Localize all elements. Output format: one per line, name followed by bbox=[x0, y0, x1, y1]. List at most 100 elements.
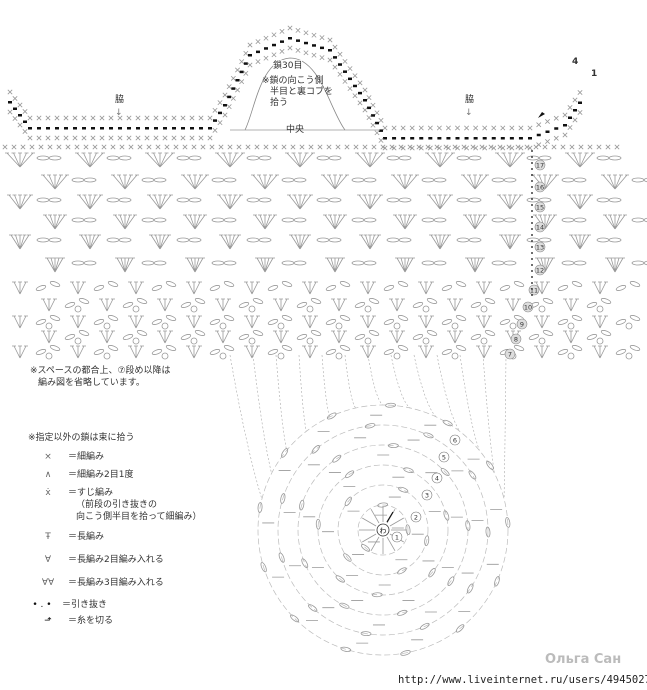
slip-stitch-mark bbox=[371, 114, 375, 117]
dc-fan-mark bbox=[360, 345, 376, 359]
chain-count-label: 鎖30目 bbox=[273, 60, 303, 72]
row-number: 10 bbox=[524, 304, 532, 312]
chain-mark bbox=[615, 349, 627, 355]
dc-fan-mark bbox=[534, 281, 550, 295]
sc-mark bbox=[374, 110, 380, 116]
dc-fan-mark bbox=[357, 194, 383, 210]
dc-fan-mark bbox=[476, 315, 492, 329]
chain-mark bbox=[246, 155, 260, 161]
round-number-badge bbox=[391, 531, 403, 543]
chain-mark bbox=[325, 285, 337, 291]
slip-stitch-mark bbox=[363, 99, 367, 102]
chain-mark bbox=[368, 298, 380, 304]
chain-mark bbox=[396, 609, 408, 616]
omitted-note-line: ※スペースの都合上、⑦段め以降は bbox=[30, 366, 171, 376]
chain-mark bbox=[107, 345, 119, 351]
chain-mark bbox=[503, 260, 517, 266]
chain-mark bbox=[383, 319, 395, 325]
chain-note: ※鎖の向こう側 半目と裏コブを 拾う bbox=[262, 76, 333, 109]
slip-stitch-mark bbox=[272, 43, 276, 47]
chain-mark bbox=[328, 237, 342, 243]
sc-mark bbox=[335, 144, 341, 150]
chain-mark bbox=[573, 177, 587, 183]
sc-mark bbox=[239, 59, 245, 65]
dc-fan-mark bbox=[77, 194, 103, 210]
dc-fan-mark bbox=[70, 315, 86, 329]
picot-mark bbox=[132, 305, 140, 313]
chain-mark bbox=[223, 177, 237, 183]
chain-mark bbox=[151, 349, 163, 355]
dc-fan-mark bbox=[99, 298, 115, 312]
dc-fan-mark bbox=[5, 152, 35, 168]
sc-mark bbox=[90, 135, 96, 141]
dc-fan-mark bbox=[215, 330, 231, 344]
chain-mark bbox=[419, 622, 430, 630]
sc-mark bbox=[212, 127, 218, 133]
chain-mark bbox=[48, 155, 62, 161]
slip-stitch-mark bbox=[464, 137, 469, 140]
slip-stitch-mark bbox=[199, 127, 203, 130]
arrow-down-icon: ↓ bbox=[465, 108, 473, 118]
chain-mark bbox=[211, 177, 225, 183]
dc-fan-mark bbox=[12, 345, 28, 359]
chain-mark bbox=[600, 298, 612, 304]
slip-stitch-mark bbox=[256, 50, 260, 54]
sc-mark bbox=[452, 144, 458, 150]
sc-mark bbox=[425, 144, 431, 150]
sc-mark bbox=[319, 55, 325, 61]
slip-stitch-mark bbox=[8, 101, 12, 104]
chain-mark bbox=[107, 281, 119, 287]
round-number-badge bbox=[431, 472, 443, 484]
row-number: 8 bbox=[514, 336, 518, 344]
chain-mark bbox=[400, 650, 411, 656]
dc-3-in-one-icon: ∀∀ bbox=[41, 578, 55, 588]
sc-mark bbox=[255, 59, 261, 65]
chain-mark bbox=[573, 260, 587, 266]
strap-row-start: 4 bbox=[572, 57, 579, 67]
legend-label: ＝長編み bbox=[68, 532, 105, 542]
chain-mark bbox=[209, 319, 221, 325]
sc-mark bbox=[347, 86, 353, 92]
sc-mark bbox=[217, 120, 223, 126]
sc-mark bbox=[362, 87, 368, 93]
dc-fan-mark bbox=[7, 194, 33, 210]
chain-mark bbox=[433, 177, 447, 183]
picot-mark bbox=[364, 337, 372, 345]
round-number: 1 bbox=[395, 534, 399, 542]
chain-mark bbox=[403, 467, 414, 473]
slip-stitch-mark bbox=[154, 127, 158, 130]
chain-mark bbox=[360, 631, 372, 637]
row-number-badge bbox=[534, 181, 546, 193]
sc-mark bbox=[20, 144, 26, 150]
dc-fan-mark bbox=[603, 214, 627, 230]
picot-mark bbox=[277, 352, 285, 360]
dc-fan-mark bbox=[128, 345, 144, 359]
chain-mark bbox=[485, 526, 491, 538]
slip-stitch-mark bbox=[348, 77, 352, 81]
chain-mark bbox=[335, 575, 345, 583]
sc-mark bbox=[243, 70, 249, 76]
slip-stitch-mark bbox=[419, 137, 424, 140]
picot-mark bbox=[625, 352, 633, 360]
sc-mark bbox=[389, 144, 395, 150]
row-number-badge bbox=[534, 241, 546, 253]
picot-mark bbox=[103, 322, 111, 330]
slip-stitch-mark bbox=[573, 109, 577, 112]
sc-mark bbox=[398, 144, 404, 150]
chain-mark bbox=[631, 177, 645, 183]
chain-mark bbox=[629, 315, 641, 321]
row-number: 13 bbox=[536, 244, 544, 252]
sc-mark bbox=[81, 135, 87, 141]
slip-stitch-mark bbox=[410, 137, 415, 140]
chain-mark bbox=[586, 302, 598, 308]
sc-mark bbox=[378, 137, 384, 143]
sc-mark bbox=[83, 144, 89, 150]
lace-body bbox=[2, 144, 647, 360]
legend-label: 向こう側半目を拾って細編み） bbox=[76, 512, 202, 522]
sc-mark bbox=[317, 144, 323, 150]
chain-mark bbox=[387, 443, 399, 449]
sc-mark bbox=[290, 144, 296, 150]
dc-fan-mark bbox=[287, 194, 313, 210]
sc-mark bbox=[255, 39, 261, 45]
row-number-badge bbox=[534, 159, 546, 171]
